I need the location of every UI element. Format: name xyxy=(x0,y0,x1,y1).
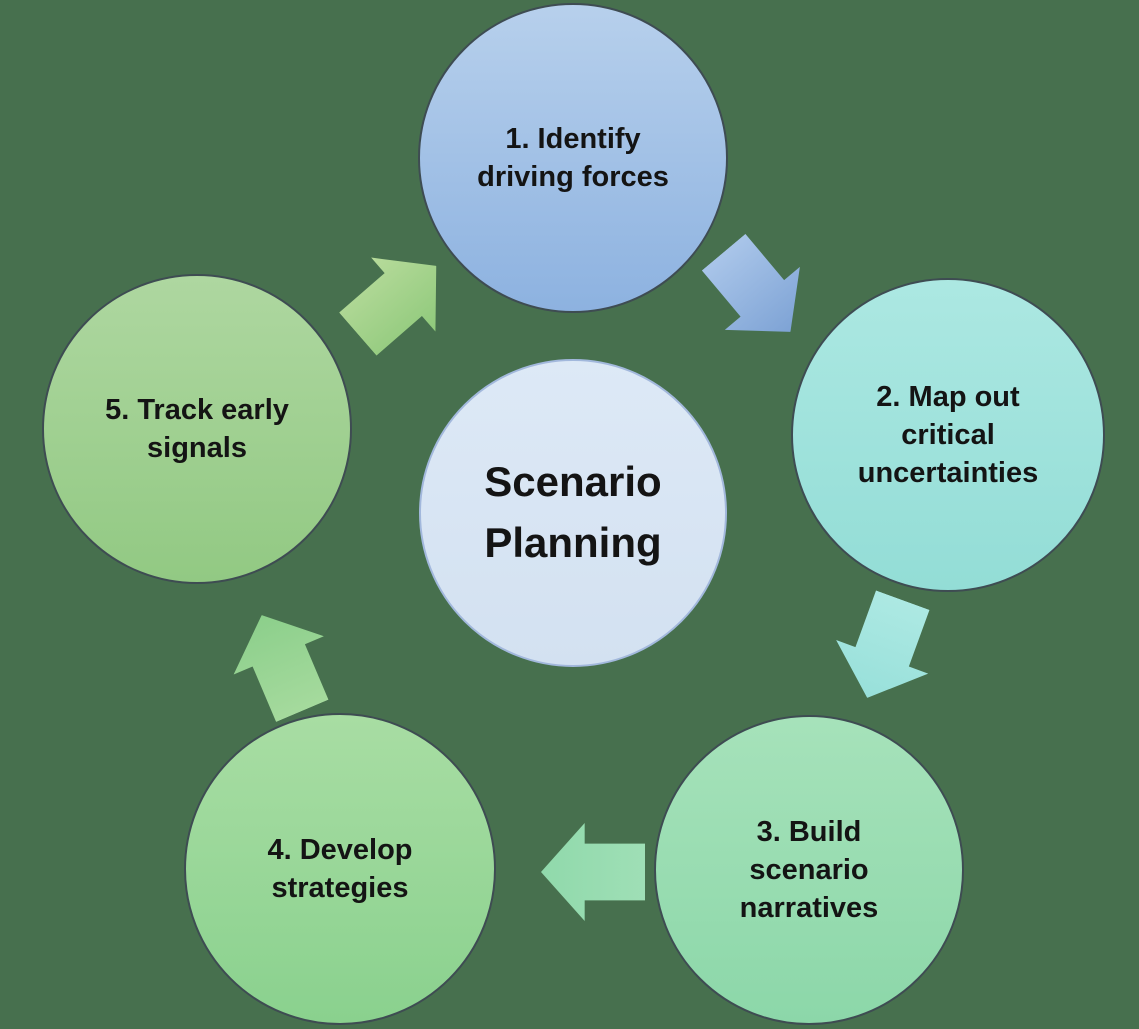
step-label-3: 3. Build scenario narratives xyxy=(740,813,879,928)
diagram-title-line-1: Scenario xyxy=(484,458,662,506)
center-circle-scenario-planning: Scenario Planning xyxy=(419,359,727,667)
step-label-3-line-3: narratives xyxy=(739,892,879,925)
step-label-4: 4. Develop strategies xyxy=(267,831,412,908)
step-circle-develop-strategies: 4. Develop strategies xyxy=(184,713,496,1025)
step-label-1: 1. Identify driving forces xyxy=(477,120,669,197)
step-label-1-line-2: driving forces xyxy=(477,161,669,193)
step-label-2-line-1: 2. Map out xyxy=(876,380,1020,413)
step-label-2-line-3: uncertainties xyxy=(857,457,1039,490)
step-label-4-line-2: strategies xyxy=(271,872,409,904)
arrow-step3-to-step4 xyxy=(541,823,645,921)
arrow-step5-to-step1 xyxy=(326,229,469,371)
arrow-step2-to-step3 xyxy=(821,583,949,714)
step-label-4-line-1: 4. Develop xyxy=(267,833,413,866)
step-label-3-line-2: scenario xyxy=(749,853,869,886)
step-label-3-line-1: 3. Build xyxy=(756,815,862,848)
step-label-2: 2. Map out critical uncertainties xyxy=(858,378,1039,493)
step-circle-identify-driving-forces: 1. Identify driving forces xyxy=(418,3,728,313)
arrow-step1-to-step2 xyxy=(686,221,828,364)
step-label-1-line-1: 1. Identify xyxy=(505,122,641,155)
step-label-5-line-1: 5. Track early xyxy=(105,393,289,426)
arrow-step4-to-step5 xyxy=(217,596,348,730)
step-circle-map-out-critical-uncertainties: 2. Map out critical uncertainties xyxy=(791,278,1105,592)
step-label-5-line-2: signals xyxy=(147,432,247,464)
step-label-2-line-2: critical xyxy=(901,418,995,451)
step-circle-track-early-signals: 5. Track early signals xyxy=(42,274,352,584)
step-label-5: 5. Track early signals xyxy=(105,391,289,468)
diagram-title-line-2: Planning xyxy=(484,519,662,566)
diagram-title: Scenario Planning xyxy=(484,452,661,574)
step-circle-build-scenario-narratives: 3. Build scenario narratives xyxy=(654,715,964,1025)
